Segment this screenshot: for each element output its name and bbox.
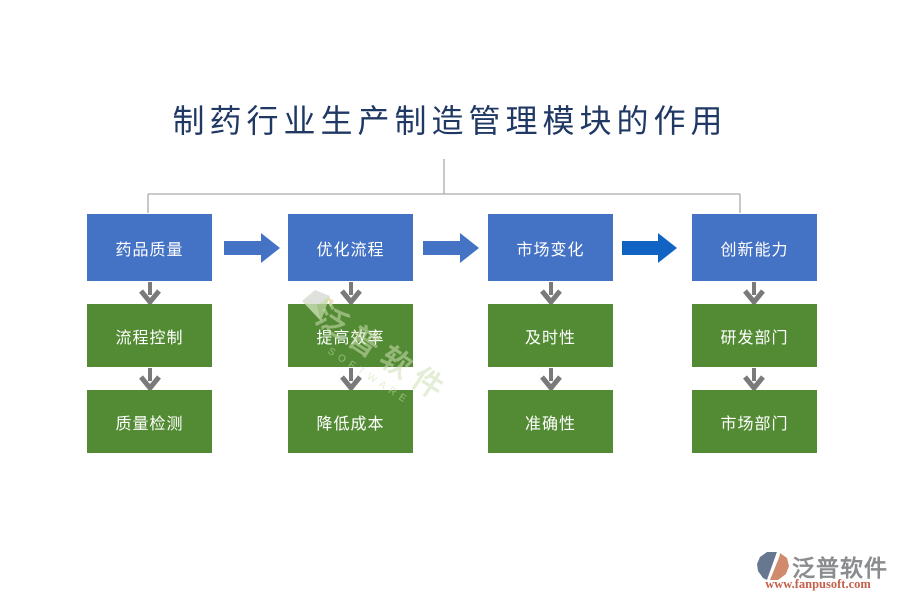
diagram-title: 制药行业生产制造管理模块的作用	[172, 103, 728, 139]
right-arrow-icon	[622, 233, 677, 263]
title-connector-line	[147, 159, 741, 213]
down-arrow-icon	[743, 282, 765, 392]
flow-box-reduce-cost: 降低成本	[288, 390, 413, 453]
flow-box-accuracy: 准确性	[488, 390, 613, 453]
flow-box-rd-department: 研发部门	[692, 304, 817, 367]
brand-website: www.fanpusoft.com	[765, 577, 871, 591]
down-arrow-icon	[540, 282, 562, 392]
flow-box-improve-efficiency: 提高效率	[288, 304, 413, 367]
flow-box-quality-inspection: 质量检测	[87, 390, 212, 453]
flow-box-process-control: 流程控制	[87, 304, 212, 367]
right-arrow-icon	[423, 233, 479, 263]
flow-box-market-change: 市场变化	[488, 214, 613, 281]
right-arrow-icon	[224, 233, 280, 263]
brand-logo-icon	[757, 552, 789, 580]
flow-box-drug-quality: 药品质量	[87, 214, 212, 281]
brand-logo: 泛普软件 www.fanpusoft.com	[748, 548, 893, 594]
flow-box-innovation: 创新能力	[692, 214, 817, 281]
down-arrow-icon	[139, 282, 161, 392]
flow-box-market-department: 市场部门	[692, 390, 817, 453]
flow-box-optimize-process: 优化流程	[288, 214, 413, 281]
down-arrow-icon	[340, 282, 362, 392]
brand-name: 泛普软件	[792, 555, 888, 581]
flow-box-timeliness: 及时性	[488, 304, 613, 367]
down-arrow-icons	[139, 282, 765, 392]
